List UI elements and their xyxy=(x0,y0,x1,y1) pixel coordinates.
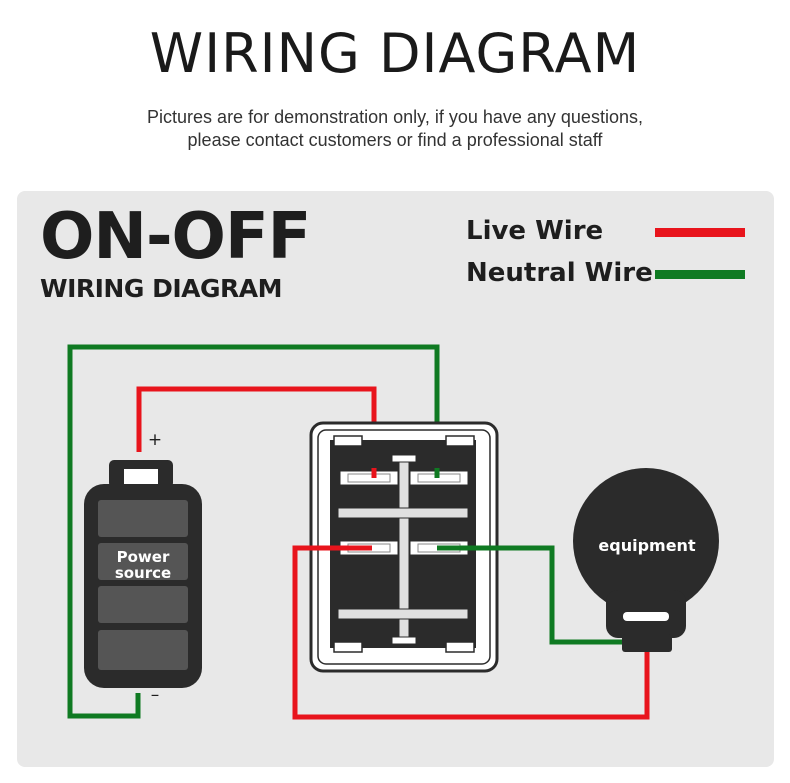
legend-neutral-line xyxy=(655,270,745,279)
page-subtitle: Pictures are for demonstration only, if … xyxy=(0,106,790,152)
page-title: WIRING DIAGRAM xyxy=(149,22,641,85)
battery-label-line-1: Power xyxy=(117,548,170,566)
battery-minus-sign: – xyxy=(151,685,160,705)
subtitle-line-2: please contact customers or find a profe… xyxy=(187,130,603,150)
live-wire-bottom xyxy=(292,545,650,720)
battery-plus-sign: + xyxy=(148,430,162,450)
legend-neutral-label: Neutral Wire xyxy=(466,258,653,288)
battery-label-line-2: source xyxy=(115,564,171,582)
equipment-bulb xyxy=(573,468,719,652)
legend-live-label: Live Wire xyxy=(466,216,604,246)
equipment-label: equipment xyxy=(598,536,696,555)
neutral-wire-bottom xyxy=(437,545,622,645)
diagram-heading: ON-OFF xyxy=(40,200,311,274)
diagram-subheading: WIRING DIAGRAM xyxy=(40,274,282,303)
legend-live-line xyxy=(655,228,745,237)
neutral-wire-top xyxy=(67,344,440,719)
subtitle-line-1: Pictures are for demonstration only, if … xyxy=(147,107,643,127)
battery xyxy=(84,460,202,688)
rocker-switch xyxy=(309,421,499,673)
